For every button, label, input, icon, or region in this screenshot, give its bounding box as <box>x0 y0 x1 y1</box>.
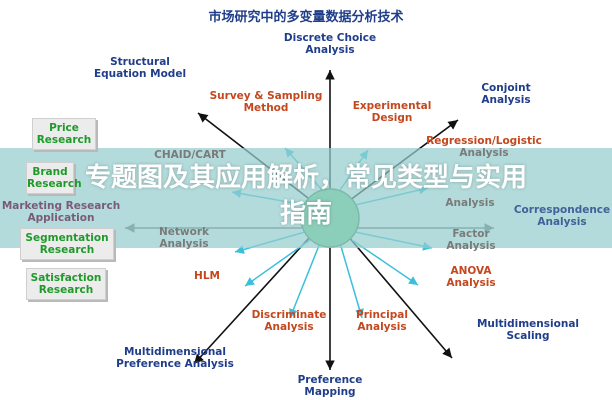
arrow-principal <box>339 242 364 319</box>
diagram-title: 市场研究中的多变量数据分析技术 <box>208 10 404 25</box>
label-chaid: CHAID/CART <box>154 149 226 161</box>
arrow-discriminate <box>289 242 321 319</box>
label-hlm: HLM <box>194 270 220 282</box>
label-cluster-right: Analysis <box>445 197 495 209</box>
